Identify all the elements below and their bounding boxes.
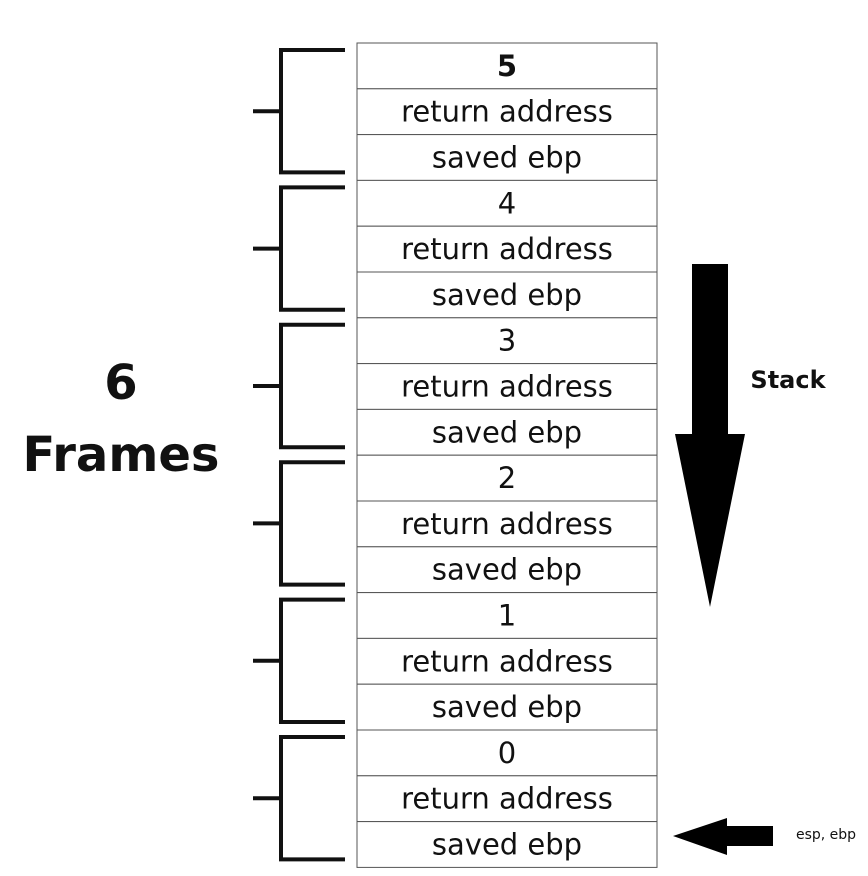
pointer-label: esp, ebp bbox=[796, 827, 856, 843]
frame-bracket bbox=[253, 597, 345, 724]
frame-number-cell-label: 2 bbox=[498, 461, 516, 495]
return-address-cell bbox=[356, 88, 658, 136]
frame-brackets bbox=[253, 48, 345, 862]
frame-number-cell-label: 3 bbox=[498, 324, 516, 358]
saved-ebp-cell bbox=[356, 134, 658, 181]
stack-label: Stack bbox=[750, 366, 826, 394]
frame-5: 5 return address saved ebp bbox=[356, 42, 658, 181]
saved-ebp-cell bbox=[356, 683, 658, 731]
frames-count-label: 6 bbox=[104, 355, 137, 411]
frame-bracket bbox=[253, 185, 345, 312]
frame-number-cell bbox=[356, 179, 658, 227]
return-address-cell-label: return address bbox=[401, 232, 613, 266]
frame-number-cell bbox=[356, 454, 658, 502]
saved-ebp-cell-label: saved ebp bbox=[432, 141, 582, 175]
saved-ebp-cell bbox=[356, 271, 658, 319]
frame-bracket bbox=[253, 322, 345, 450]
frames-word-label: Frames bbox=[23, 427, 220, 483]
return-address-cell bbox=[356, 225, 658, 273]
return-address-cell bbox=[356, 363, 658, 410]
saved-ebp-cell-label: saved ebp bbox=[432, 828, 582, 862]
saved-ebp-cell-label: saved ebp bbox=[432, 415, 582, 449]
stack-direction-arrow bbox=[675, 264, 745, 607]
return-address-cell-label: return address bbox=[401, 95, 613, 129]
frame-3: 3 return address saved ebp bbox=[356, 317, 658, 456]
return-address-cell bbox=[356, 637, 658, 685]
frames-stack: 5 return address saved ebp 4 return address s… bbox=[356, 42, 658, 868]
saved-ebp-cell-label: saved ebp bbox=[432, 690, 582, 724]
frame-number-cell-label: 4 bbox=[498, 186, 516, 220]
return-address-cell-label: return address bbox=[401, 370, 613, 404]
return-address-cell-label: return address bbox=[401, 782, 613, 816]
frame-0: 0 return address saved ebp bbox=[356, 729, 658, 868]
return-address-cell bbox=[356, 500, 658, 548]
frame-number-cell bbox=[356, 592, 658, 639]
return-address-cell-label: return address bbox=[401, 644, 613, 678]
frame-4: 4 return address saved ebp bbox=[356, 179, 658, 319]
saved-ebp-cell-label: saved ebp bbox=[432, 278, 582, 312]
saved-ebp-cell bbox=[356, 546, 658, 594]
frame-number-cell-label: 5 bbox=[497, 49, 517, 83]
pointer-arrow bbox=[673, 818, 773, 855]
frame-bracket bbox=[253, 48, 345, 175]
saved-ebp-cell bbox=[356, 821, 658, 868]
frame-bracket bbox=[253, 735, 345, 862]
frame-1: 1 return address saved ebp bbox=[356, 592, 658, 731]
frame-bracket bbox=[253, 460, 345, 587]
frame-2: 2 return address saved ebp bbox=[356, 454, 658, 594]
saved-ebp-cell-label: saved ebp bbox=[432, 553, 582, 587]
return-address-cell-label: return address bbox=[401, 507, 613, 541]
frame-number-cell-label: 0 bbox=[498, 736, 516, 770]
return-address-cell bbox=[356, 775, 658, 823]
frame-number-cell bbox=[356, 729, 658, 777]
frame-number-cell-label: 1 bbox=[498, 599, 516, 633]
frame-number-cell bbox=[356, 42, 658, 90]
